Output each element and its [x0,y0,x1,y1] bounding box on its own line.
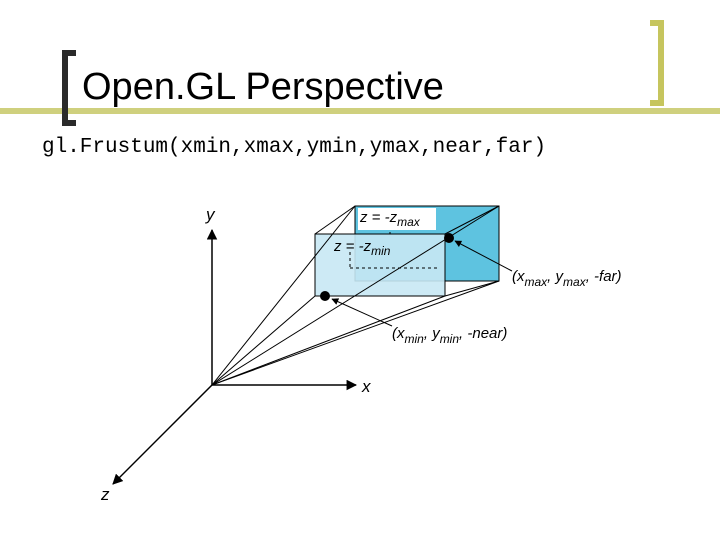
near-corner-label: (xmin, ymin, -near) [392,325,507,346]
far-corner-label: (xmax, ymax, -far) [512,268,622,289]
near-plane-label-sub: min [371,244,391,258]
left-bracket-decoration [62,50,76,126]
far-corner-point [444,233,454,243]
far-corner-x: x [516,268,525,285]
far-plane-label-prefix: z = -z [359,209,398,226]
axes [112,228,358,485]
far-plane-label: z = -zmax [358,208,436,230]
function-signature: gl.Frustum(xmin,xmax,ymin,ymax,near,far) [42,136,547,159]
z-axis [112,384,213,485]
near-corner-z: -near [467,325,503,342]
near-plane [314,233,446,297]
svg-text:z = -zmin: z = -zmin [333,238,391,258]
axis-label-x: x [361,377,371,396]
near-corner-x-sub: min [405,332,425,346]
slide-title: Open.GL Perspective [82,66,444,108]
near-corner-pointer [331,298,393,327]
far-corner-x-sub: max [525,275,549,289]
near-corner-point [320,291,330,301]
near-corner-y-sub: min [440,332,460,346]
far-corner-z: -far [594,268,618,285]
near-corner-y: y [431,325,441,342]
far-corner-pointer [454,240,513,272]
far-corner-y: y [555,268,565,285]
axis-label-y: y [205,205,216,224]
near-plane-label-prefix: z = -z [333,238,372,255]
near-corner-x: x [396,325,405,342]
axis-label-z: z [100,485,110,504]
svg-text:z = -zmax: z = -zmax [359,209,421,229]
far-plane-label-sub: max [397,215,421,229]
title-underline [0,108,720,114]
far-corner-y-sub: max [563,275,587,289]
near-plane-label: z = -zmin [333,238,391,258]
right-bracket-decoration [650,20,664,106]
